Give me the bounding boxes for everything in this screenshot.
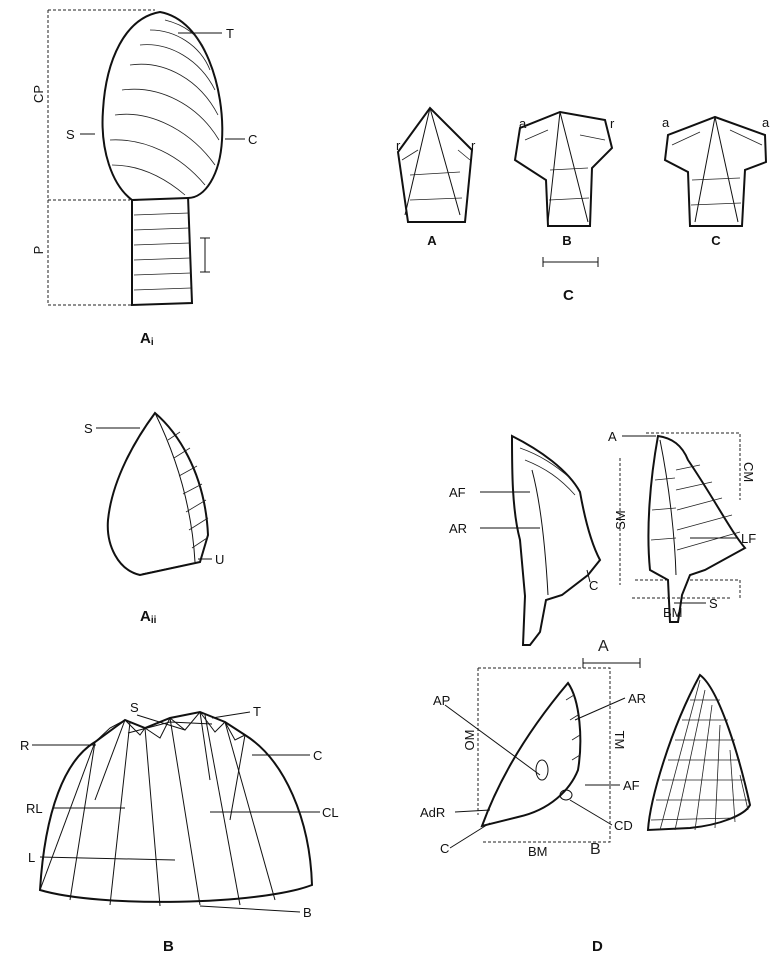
label-A: A bbox=[608, 429, 617, 444]
label-T: T bbox=[226, 26, 234, 41]
view-label-b: B bbox=[562, 233, 571, 248]
caption-D: D bbox=[592, 938, 603, 955]
label-R: R bbox=[20, 738, 29, 753]
label-C: C bbox=[440, 841, 449, 856]
label-P: P bbox=[31, 246, 46, 255]
label-BM: BM bbox=[663, 605, 683, 620]
label-BM: BM bbox=[528, 844, 548, 859]
shell-shape bbox=[40, 712, 312, 902]
label-LF: LF bbox=[741, 531, 756, 546]
scutum-b-interior-shape bbox=[482, 683, 580, 826]
caption-Aii: Aii bbox=[140, 608, 157, 626]
panel-aii: S U Aii bbox=[84, 413, 224, 626]
label-T: T bbox=[253, 704, 261, 719]
scutum-exterior-shape bbox=[648, 436, 745, 622]
label-SM: SM bbox=[613, 510, 628, 530]
caption-Ai: Ai bbox=[140, 330, 154, 348]
panel-d: AF AR C A CM SM LF S BM A bbox=[420, 429, 756, 955]
svg-text:r: r bbox=[610, 116, 615, 131]
svg-text:a: a bbox=[519, 116, 527, 131]
label-C: C bbox=[313, 748, 322, 763]
label-AR: AR bbox=[449, 521, 467, 536]
subcaption-B: B bbox=[590, 841, 601, 858]
label-CD: CD bbox=[614, 818, 633, 833]
label-RL: RL bbox=[26, 801, 43, 816]
label-CP: CP bbox=[31, 85, 46, 103]
label-TM: TM bbox=[612, 731, 627, 750]
label-C: C bbox=[589, 578, 598, 593]
label-OM: OM bbox=[462, 730, 477, 751]
tergum-shape bbox=[108, 413, 208, 575]
label-AP: AP bbox=[433, 693, 450, 708]
label-S: S bbox=[84, 421, 93, 436]
view-c-shape bbox=[665, 117, 766, 226]
caption-B: B bbox=[163, 938, 174, 955]
label-U: U bbox=[215, 552, 224, 567]
label-S: S bbox=[66, 127, 75, 142]
panel-b: S T R C RL CL L B B bbox=[20, 700, 339, 955]
caption-C: C bbox=[563, 287, 574, 304]
svg-text:a: a bbox=[662, 115, 670, 130]
label-AF: AF bbox=[623, 778, 640, 793]
label-L: L bbox=[28, 850, 35, 865]
label-AF: AF bbox=[449, 485, 466, 500]
label-C: C bbox=[248, 132, 257, 147]
label-AR: AR bbox=[628, 691, 646, 706]
label-CL: CL bbox=[322, 805, 339, 820]
capitulum-shape bbox=[103, 12, 223, 200]
view-label-a: A bbox=[427, 233, 437, 248]
label-B: B bbox=[303, 905, 312, 920]
panel-ai: T C S CP P Ai bbox=[31, 10, 257, 348]
label-S: S bbox=[709, 596, 718, 611]
label-S: S bbox=[130, 700, 139, 715]
label-CM: CM bbox=[741, 462, 756, 482]
scutum-b-exterior-shape bbox=[648, 675, 750, 830]
svg-text:a: a bbox=[762, 115, 770, 130]
svg-text:r: r bbox=[396, 138, 401, 153]
subcaption-A: A bbox=[598, 638, 609, 655]
label-AdR: AdR bbox=[420, 805, 445, 820]
panel-c: r r a r a a A B C C bbox=[396, 108, 770, 304]
svg-text:r: r bbox=[471, 138, 476, 153]
view-label-c: C bbox=[711, 233, 721, 248]
